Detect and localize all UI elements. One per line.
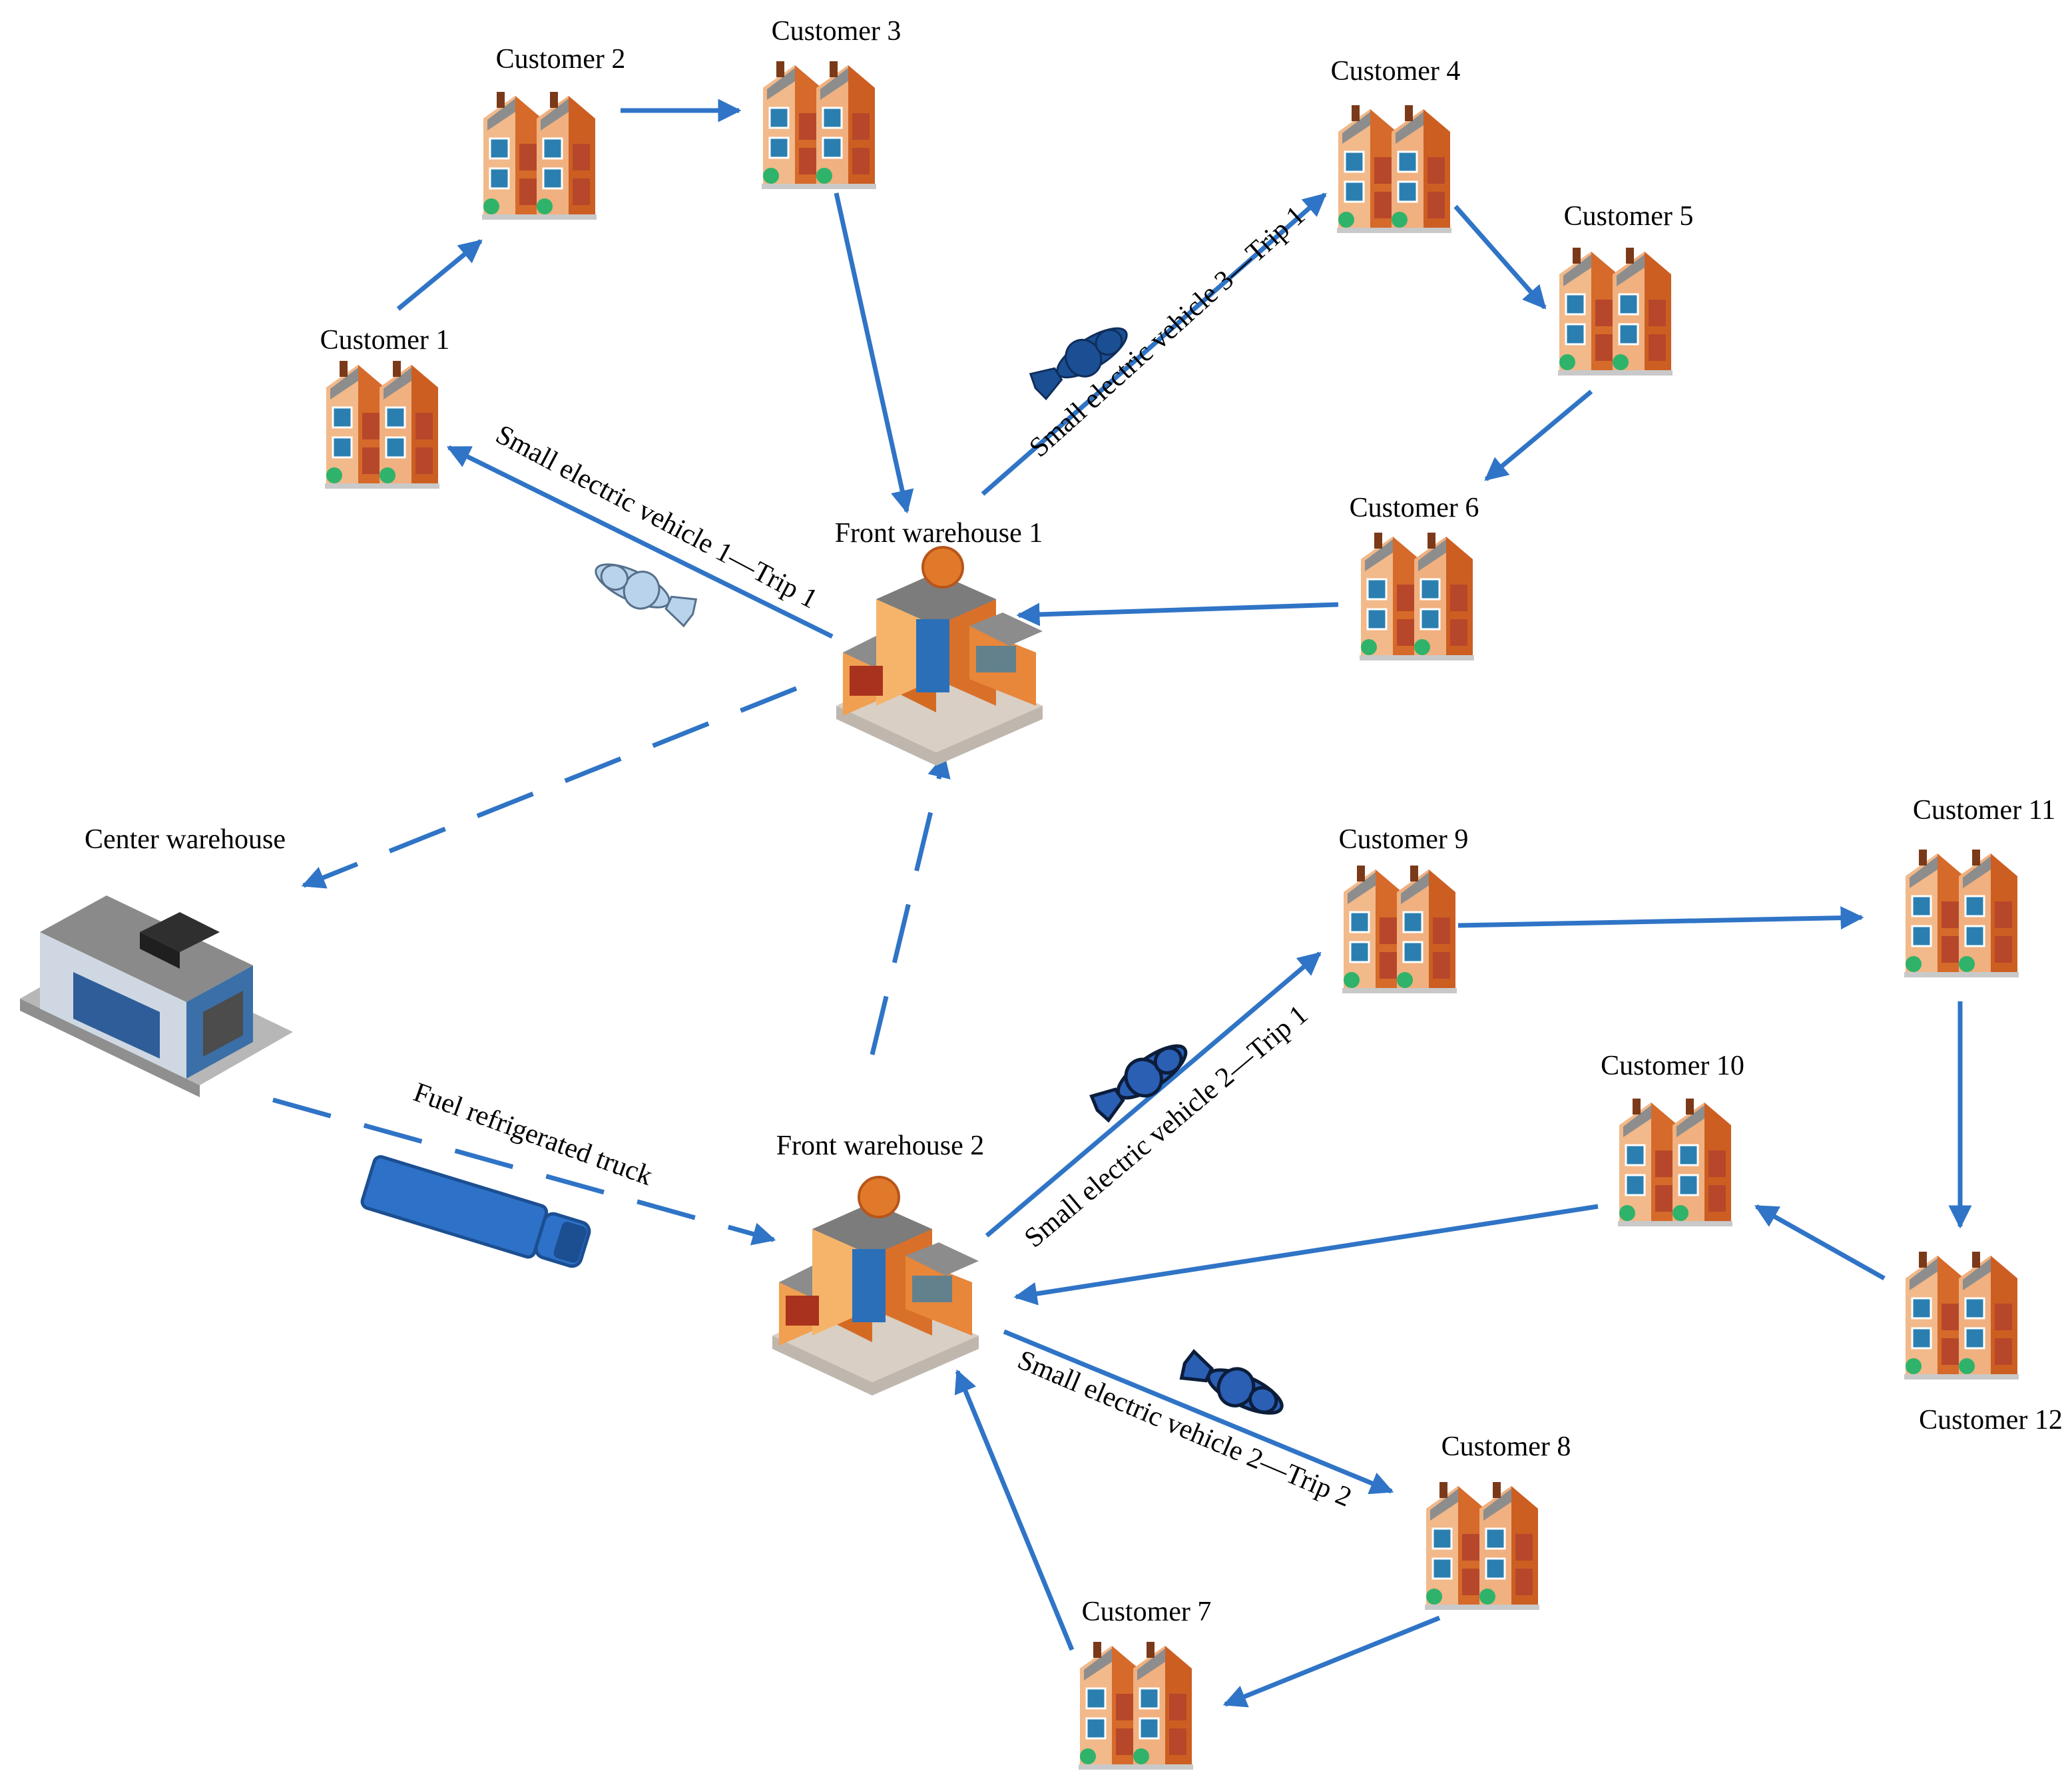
route-arrow — [1222, 1615, 1441, 1708]
route-arrow — [981, 192, 1327, 496]
front-warehouse-1-icon — [835, 546, 1044, 767]
customer-house-icon — [760, 60, 878, 190]
customer-7-label: Customer 7 — [1082, 1597, 1212, 1627]
route-arrow — [954, 1369, 1075, 1651]
truck-route-label: Fuel refrigerated truck — [409, 1077, 656, 1192]
route-arrow — [1754, 1204, 1886, 1281]
customer-10-label: Customer 10 — [1601, 1051, 1744, 1081]
front-warehouse-1-label: Front warehouse 1 — [835, 518, 1043, 549]
route-arrow — [1453, 204, 1547, 310]
center-warehouse-icon — [20, 895, 293, 1097]
customer-house-icon — [324, 360, 441, 490]
customer-8-label: Customer 8 — [1441, 1431, 1571, 1462]
customer-3-label: Customer 3 — [772, 16, 902, 47]
truck-route-arrow — [272, 1097, 776, 1246]
customer-house-icon — [481, 91, 598, 221]
route-arrow — [1016, 602, 1339, 627]
customer-house-icon — [1358, 531, 1475, 662]
front-warehouse-2-icon — [771, 1176, 980, 1397]
customer-house-icon — [1617, 1097, 1734, 1228]
front-warehouse-2-label: Front warehouse 2 — [776, 1131, 985, 1161]
customer-5-label: Customer 5 — [1564, 201, 1694, 232]
customer-9-label: Customer 9 — [1339, 824, 1469, 855]
node-icons — [20, 60, 2020, 1771]
ev2-trip1-label: Small electric vehicle 2—Trip 1 — [1019, 999, 1314, 1254]
ev3-trip1-label: Small electric vehicle 3—Trip 1 — [1023, 200, 1311, 463]
customer-house-icon — [1903, 848, 2020, 979]
route-arrow — [1003, 1329, 1394, 1495]
route-arrow — [446, 445, 834, 639]
route-arrow — [1457, 906, 1864, 930]
node-labels: Customer 1 Customer 2 Customer 3 Customer 4… — [85, 16, 2063, 1627]
route-arrow — [1484, 389, 1593, 481]
truck-route-arrow — [301, 686, 798, 889]
customer-house-icon — [1424, 1481, 1541, 1611]
customer-6-label: Customer 6 — [1350, 493, 1479, 523]
route-arrow — [396, 239, 483, 311]
customer-house-icon — [1336, 104, 1453, 234]
route-arrow — [834, 192, 914, 514]
customer-1-label: Customer 1 — [320, 325, 450, 356]
customer-house-icon — [1341, 864, 1458, 995]
customer-4-label: Customer 4 — [1331, 56, 1461, 87]
electric-vehicle-2-icon — [1177, 1346, 1290, 1425]
customer-house-icon — [1077, 1641, 1194, 1771]
customer-house-icon — [1557, 246, 1674, 377]
customer-2-label: Customer 2 — [496, 44, 626, 75]
refrigerated-truck-icon — [361, 1155, 593, 1272]
route-arrow — [1013, 1204, 1599, 1306]
truck-route-arrow — [870, 754, 951, 1055]
customer-11-label: Customer 11 — [1913, 795, 2055, 826]
customer-house-icon — [1903, 1250, 2020, 1381]
center-warehouse-label: Center warehouse — [85, 824, 286, 855]
customer-12-label: Customer 12 — [1919, 1405, 2063, 1435]
